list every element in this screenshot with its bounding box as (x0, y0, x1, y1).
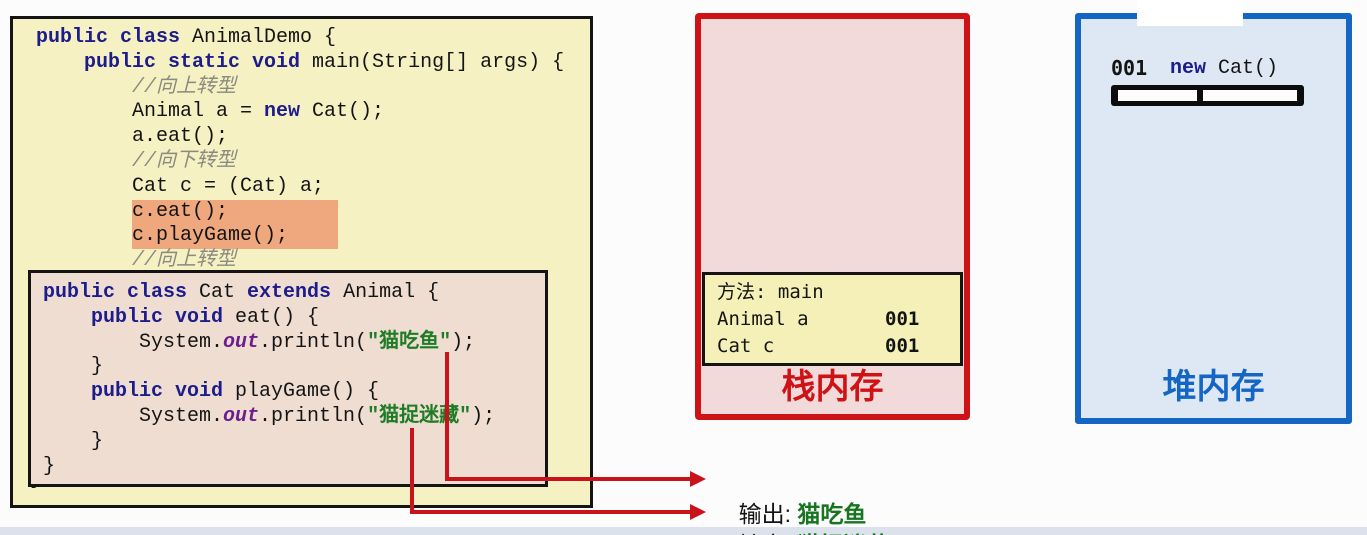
code-line: Cat c = (Cat) a; (132, 174, 325, 198)
code-line: a.eat(); (132, 125, 229, 149)
code-line: public void playGame() { (91, 380, 380, 404)
highlighted-code: c.playGame(); (132, 224, 338, 250)
stack-var-row: Animal a 001 (717, 306, 960, 333)
bottom-strip (0, 527, 1367, 535)
code-line: //向下转型 (132, 149, 237, 173)
stack-var-name: Animal a (717, 308, 809, 330)
code-line: public static void main(String[] args) { (84, 50, 565, 74)
heap-object-fields (1111, 85, 1304, 106)
code-line: } (43, 454, 56, 478)
output-line-1: 输出: 猫吃鱼 (713, 468, 867, 535)
output-value: 猫吃鱼 (797, 501, 867, 527)
highlighted-code: c.eat(); (132, 199, 338, 225)
output-prefix: 输出: (738, 501, 798, 527)
output-line-2: 输出: 猫捉迷藏 (713, 499, 890, 535)
cat-class-code-box: public class Cat extends Animal {public … (28, 270, 548, 487)
stack-var-row: Cat c 001 (717, 333, 960, 360)
stack-var-value: 001 (885, 308, 920, 330)
heap-object-address: 001 (1111, 56, 1148, 80)
code-line: System.out.println("猫吃鱼"); (139, 330, 476, 354)
heap-field-cell (1203, 90, 1297, 101)
heap-field-cell (1118, 90, 1197, 101)
heap-memory-label: 堆内存 (1162, 368, 1265, 406)
output-prefix: 输出: (739, 532, 798, 535)
code-line: c.playGame(); (36, 224, 590, 250)
stack-var-value: 001 (885, 335, 920, 357)
new-keyword: new (1170, 57, 1207, 80)
stack-memory-label: 栈内存 (781, 368, 884, 406)
arrowhead-1 (690, 471, 706, 487)
stack-memory-box: 方法: main Animal a 001 Cat c 001 栈内存 (695, 13, 970, 420)
code-line: public class Cat extends Animal { (43, 281, 440, 304)
code-line: //向上转型 (132, 75, 237, 99)
code-line: public void eat() { (91, 305, 320, 329)
code-line: c.eat(); (36, 199, 590, 225)
stack-var-name: Cat c (717, 335, 775, 357)
output-value: 猫捉迷藏 (797, 532, 889, 535)
code-line: Animal a = new Cat(); (132, 100, 385, 124)
heap-top-white-patch (1137, 0, 1243, 26)
code-line: } (91, 429, 104, 453)
code-line: } (91, 355, 104, 379)
heap-object-title: new Cat() (1098, 34, 1278, 103)
heap-memory-box: new Cat() 001 堆内存 (1075, 13, 1352, 424)
stack-frame-main: 方法: main Animal a 001 Cat c 001 (702, 272, 963, 366)
code-line: public class AnimalDemo { (36, 26, 337, 49)
stack-frame-title: 方法: main (717, 281, 824, 303)
arrowhead-2 (690, 504, 706, 520)
code-line: //向上转型 (132, 249, 237, 273)
cat-constructor: Cat() (1206, 57, 1279, 80)
code-line: System.out.println("猫捉迷藏"); (139, 404, 496, 428)
